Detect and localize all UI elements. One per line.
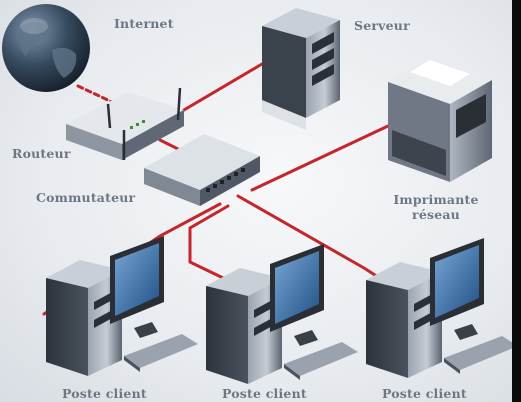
label-switch: Commutateur — [36, 190, 136, 205]
label-client-left: Poste client — [62, 386, 147, 401]
label-printer-line1: Imprimante — [393, 192, 479, 207]
label-printer-line2: réseau — [412, 207, 460, 222]
workstation-icon — [46, 236, 198, 376]
printer-icon — [388, 58, 492, 182]
label-internet: Internet — [114, 16, 174, 31]
label-client-middle: Poste client — [222, 386, 307, 401]
label-server: Serveur — [354, 18, 410, 33]
label-printer: Imprimante réseau — [388, 192, 484, 222]
workstation-icon — [366, 238, 512, 378]
label-router: Routeur — [12, 146, 71, 161]
cable-switch-client-middle — [188, 204, 250, 292]
cable-internet-router — [76, 84, 114, 104]
switch-icon — [144, 134, 260, 206]
server-icon — [262, 8, 340, 130]
globe-icon — [2, 4, 90, 92]
cable-switch-printer — [250, 124, 390, 192]
label-client-right: Poste client — [382, 386, 467, 401]
router-icon — [66, 87, 184, 160]
workstation-icon — [206, 244, 358, 384]
